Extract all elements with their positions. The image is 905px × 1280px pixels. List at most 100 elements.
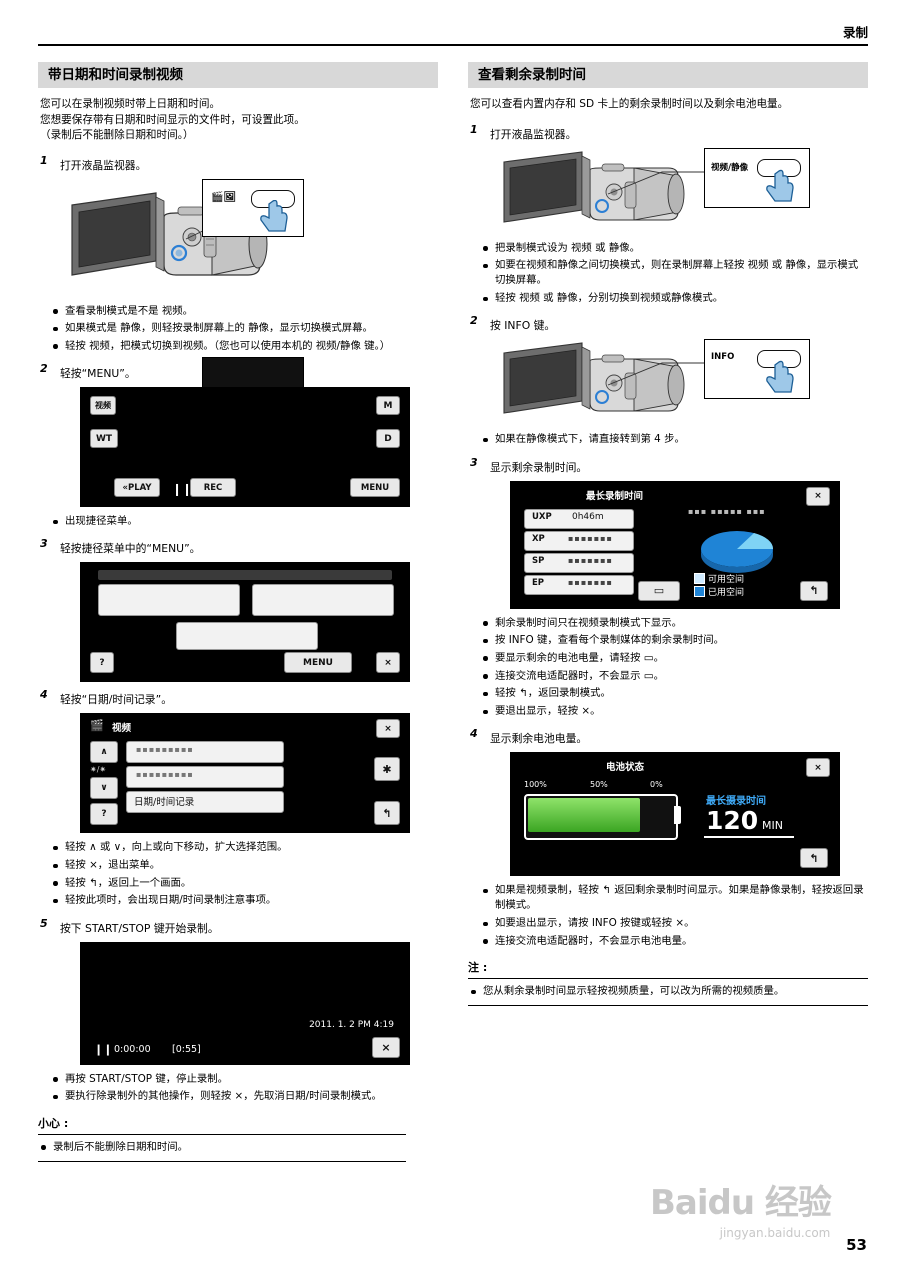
left-step-1: 1 打开液晶监视器。 bbox=[38, 154, 438, 173]
right-step-1: 1 打开液晶监视器。 bbox=[468, 123, 868, 142]
max-rec-row-sp-value: ▪▪▪▪▪▪▪ bbox=[568, 555, 613, 565]
bullet: 如果模式是 静像，则轻按录制屏幕上的 静像，显示切换模式屏幕。 bbox=[52, 321, 438, 336]
max-rec-battery-button[interactable]: ▭ bbox=[638, 580, 680, 601]
right-step-3: 3 显示剩余录制时间。 bbox=[468, 456, 868, 475]
max-rec-back-button[interactable]: ↰ bbox=[800, 580, 828, 601]
legend-used-label: 已用空间 bbox=[708, 587, 745, 598]
left-screen-video-settings: 🎬 视频 × ∧ ✷/✷ ∨ ? ▪▪▪▪▪▪▪▪▪ ▪▪▪▪▪▪▪▪▪ 日期/… bbox=[80, 713, 410, 834]
camcorder-illustration-mode bbox=[503, 150, 714, 223]
screen4-row-2[interactable] bbox=[126, 766, 284, 789]
screen4-up-button[interactable]: ∧ bbox=[90, 741, 118, 764]
caution-item: 录制后不能删除日期和时间。 bbox=[40, 1140, 438, 1155]
max-rec-row-sp-label: SP bbox=[532, 555, 545, 566]
battery-max-time-unit: MIN bbox=[762, 819, 783, 833]
screen3-close-button[interactable]: × bbox=[376, 652, 400, 674]
bullet-continuation: 轻按 视频，把模式切换到视频。（您也可以使用本机的 视频/静像 键。） bbox=[52, 339, 438, 354]
max-rec-close-button[interactable]: × bbox=[806, 486, 830, 506]
screen4-row-1[interactable] bbox=[126, 741, 284, 764]
battery-title: 电池状态 bbox=[606, 762, 645, 774]
screen2-menu-button[interactable]: MENU bbox=[350, 478, 400, 498]
bullet: 如要在视频和静像之间切换模式，则在录制屏幕上轻按 视频 或 静像，显示模式切换屏… bbox=[482, 258, 868, 288]
screen3-help-button[interactable]: ? bbox=[90, 652, 114, 674]
caution-rule-bottom bbox=[38, 1160, 406, 1162]
screen2-rec-button[interactable]: REC bbox=[190, 478, 236, 498]
screen2-video-icon[interactable]: 视频 bbox=[90, 396, 116, 416]
right-column: 查看剩余录制时间 您可以查看内置内存和 SD 卡上的剩余录制时间以及剩余电池电量… bbox=[468, 62, 868, 1007]
camcorder-illustration bbox=[71, 191, 298, 276]
battery-icon-fill bbox=[528, 798, 640, 833]
screen4-row-3-label: 日期/时间记录 bbox=[134, 797, 195, 809]
left-figure-camcorder-1: 🎬🖼 bbox=[52, 178, 438, 417]
left-intro-line-3: （录制后不能删除日期和时间。） bbox=[40, 129, 194, 141]
screen4-down-button[interactable]: ∨ bbox=[90, 777, 118, 800]
max-rec-row-ep-value: ▪▪▪▪▪▪▪ bbox=[568, 577, 613, 587]
max-rec-row-sp[interactable] bbox=[524, 552, 634, 573]
battery-close-button[interactable]: × bbox=[806, 758, 830, 778]
menu-tile-center[interactable] bbox=[176, 622, 318, 651]
left-step-5-number: 5 bbox=[40, 916, 48, 930]
right-figure-camcorder-1: 视频/静像 bbox=[482, 147, 868, 234]
left-bullets-after-step-5: 再按 START/STOP 键，停止录制。 要执行除录制外的其他操作，则轻按 ×… bbox=[52, 1072, 438, 1105]
callout-info-button: INFO bbox=[704, 339, 810, 400]
screen5-timestamp: 2011. 1. 2 PM 4:19 bbox=[309, 1019, 394, 1030]
left-step-3-number: 3 bbox=[40, 537, 48, 551]
header-rule bbox=[38, 44, 868, 46]
battery-max-time-label: 最长摄录时间 bbox=[706, 796, 766, 808]
right-step-2-number: 2 bbox=[470, 314, 478, 328]
right-step-1-text: 打开液晶监视器。 bbox=[490, 127, 577, 141]
screen2-pause-icon: ❙❙ bbox=[172, 482, 193, 497]
left-screen-rec: 视频 M WT D «PLAY REC ❙❙ MENU bbox=[80, 387, 410, 508]
menu-tile-left[interactable] bbox=[98, 584, 240, 617]
menu-tile-right[interactable] bbox=[252, 584, 394, 617]
watermark-line-1: Baidu 经验 bbox=[650, 1183, 832, 1223]
screen3-menu-button[interactable]: MENU bbox=[284, 652, 352, 674]
screen5-rec-time: 0:00:00 bbox=[114, 1043, 151, 1055]
page-header: 录制 bbox=[842, 25, 868, 40]
left-bullets-after-step-4: 轻按 ∧ 或 ∨，向上或向下移动，扩大选择范围。 轻按 ×，退出菜单。 轻按 ↰… bbox=[52, 840, 438, 908]
legend-available-label: 可用空间 bbox=[708, 574, 745, 585]
menu-top-bar bbox=[98, 570, 392, 581]
screen4-row-3-selected[interactable] bbox=[126, 791, 284, 814]
bullet: 把录制模式设为 视频 或 静像。 bbox=[482, 241, 868, 256]
battery-back-button[interactable]: ↰ bbox=[800, 848, 828, 869]
screen4-gear-button[interactable]: ✱ bbox=[374, 757, 400, 782]
bullet: 再按 START/STOP 键，停止录制。 bbox=[52, 1072, 438, 1087]
screen4-back-button[interactable]: ↰ bbox=[374, 801, 400, 826]
bullet: 如果在静像模式下，请直接转到第 4 步。 bbox=[482, 432, 868, 447]
bullet: 轻按 ∧ 或 ∨，向上或向下移动，扩大选择范围。 bbox=[52, 840, 438, 855]
storage-pie-chart bbox=[701, 530, 774, 573]
max-rec-row-uxp[interactable] bbox=[524, 508, 634, 529]
right-screen-battery-status: 电池状态 × 100% 50% 0% 最长摄录时间 120 MIN ↰ bbox=[510, 752, 840, 877]
callout-mode-button-right: 视频/静像 bbox=[704, 147, 810, 208]
caution-rule-top bbox=[38, 1133, 406, 1135]
left-step-2-number: 2 bbox=[40, 362, 48, 376]
max-rec-row-ep-label: EP bbox=[532, 577, 545, 588]
left-bullets-after-step-2: 出现捷径菜单。 bbox=[52, 514, 438, 529]
max-rec-row-ep[interactable] bbox=[524, 574, 634, 595]
note-item: 您从剩余录制时间显示轻按视频质量，可以改为所需的视频质量。 bbox=[470, 984, 868, 999]
left-step-3: 3 轻按捷径菜单中的“MENU”。 bbox=[38, 537, 438, 556]
hand-pointer-icon bbox=[260, 199, 288, 232]
screen2-d-button[interactable]: D bbox=[376, 429, 400, 449]
bullet: 轻按 ↰，返回上一个画面。 bbox=[52, 876, 438, 891]
screen4-help-button[interactable]: ? bbox=[90, 803, 118, 826]
screen2-play-button[interactable]: «PLAY bbox=[114, 478, 160, 498]
callout-mode-icon-label: 🎬🖼 bbox=[211, 191, 237, 203]
right-intro: 您可以查看内置内存和 SD 卡上的剩余录制时间以及剩余电池电量。 bbox=[470, 97, 868, 113]
left-section-title: 带日期和时间录制视频 bbox=[38, 62, 438, 88]
screen5-close-button[interactable]: × bbox=[372, 1036, 400, 1058]
battery-scale-0: 0% bbox=[650, 780, 663, 790]
bullet: 轻按 ↰，返回录制模式。 bbox=[482, 686, 868, 701]
right-step-2-text: 按 INFO 键。 bbox=[490, 319, 556, 333]
bullet: 连接交流电适配器时，不会显示 ▭。 bbox=[482, 669, 868, 684]
left-step-1-text: 打开液晶监视器。 bbox=[60, 158, 147, 172]
bullet: 连接交流电适配器时，不会显示电池电量。 bbox=[482, 934, 868, 949]
camcorder-illustration-info bbox=[503, 342, 714, 414]
screen2-wt-button[interactable]: WT bbox=[90, 429, 118, 449]
screen2-m-button[interactable]: M bbox=[376, 396, 400, 416]
max-rec-title: 最长录制时间 bbox=[586, 490, 644, 502]
screen4-close-button[interactable]: × bbox=[376, 719, 400, 739]
legend-available-swatch bbox=[694, 572, 705, 584]
max-rec-row-xp[interactable] bbox=[524, 530, 634, 551]
